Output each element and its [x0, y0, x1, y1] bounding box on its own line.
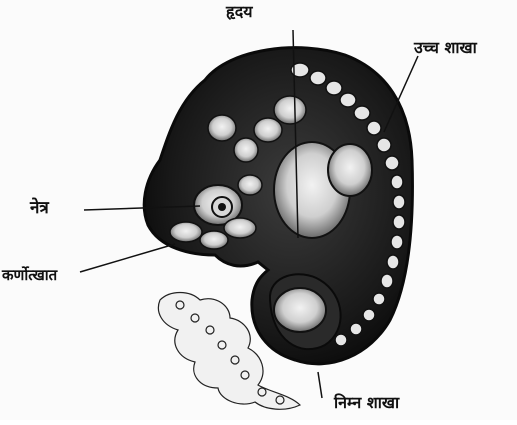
- lower-limb-bud: [274, 288, 326, 332]
- eye-label: नेत्र: [30, 200, 49, 217]
- head-vesicle: [208, 115, 236, 141]
- heart-label: हृदय: [226, 4, 253, 20]
- upper-limb-label: उच्च शाखा: [414, 40, 477, 56]
- ear-pit-label: कर्णोत्खात: [2, 268, 57, 283]
- lower-limb-label: निम्न शाखा: [334, 395, 399, 411]
- upper-limb-bud: [328, 144, 372, 196]
